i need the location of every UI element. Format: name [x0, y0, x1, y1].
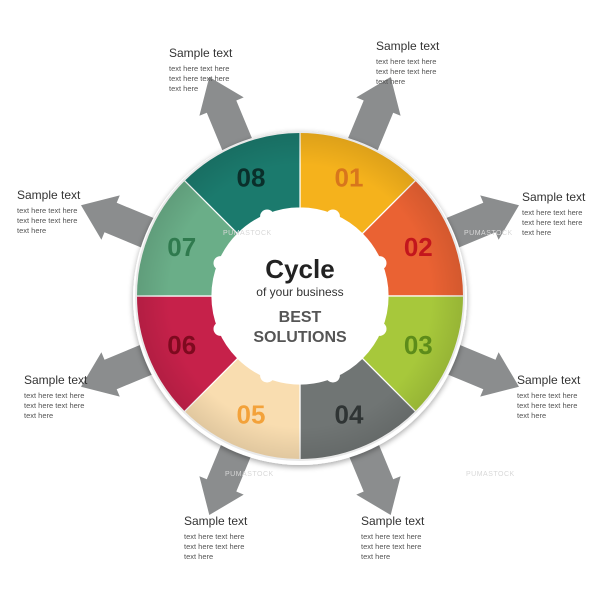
- label-line: text here text here: [24, 391, 85, 400]
- label-line: text here text here: [361, 542, 422, 551]
- label-line: text here: [24, 411, 54, 420]
- label-title: Sample text: [24, 373, 88, 387]
- gear-tab: [325, 368, 340, 383]
- segment-numbers: 01 02 03 04 05 06 07 08: [167, 163, 433, 430]
- label-line: text here text here: [24, 401, 85, 410]
- label-title: Sample text: [17, 188, 81, 202]
- segment-number-01: 01: [335, 163, 364, 193]
- gear-tab: [213, 256, 228, 271]
- gear-tab: [372, 321, 387, 336]
- label-line: text here: [522, 228, 552, 237]
- watermark: PUMASTOCK: [464, 230, 513, 237]
- segment-number-08: 08: [237, 163, 266, 193]
- segment-number-02: 02: [404, 232, 433, 262]
- center-tagline-best: BEST: [279, 309, 322, 326]
- gear-tab: [260, 209, 275, 224]
- label-line: text here: [517, 411, 547, 420]
- ring-rim: [135, 131, 465, 461]
- gear-tab: [372, 256, 387, 271]
- label-line: text here text here: [376, 57, 437, 66]
- label-line: text here text here: [169, 74, 230, 83]
- center-title: Cycle: [265, 254, 334, 284]
- segment-number-05: 05: [237, 399, 266, 429]
- label-line: text here text here: [169, 64, 230, 73]
- label-line: text here: [361, 552, 391, 561]
- segment-number-03: 03: [404, 330, 433, 360]
- label-line: text here text here: [522, 218, 583, 227]
- watermark: PUMASTOCK: [223, 230, 272, 237]
- label-title: Sample text: [376, 39, 440, 53]
- segment-number-06: 06: [167, 330, 196, 360]
- segment-number-07: 07: [167, 232, 196, 262]
- center-circle: [213, 209, 387, 383]
- label-line: text here text here: [17, 206, 78, 215]
- segments-group: [135, 131, 465, 461]
- gear-tab: [213, 321, 228, 336]
- label-title: Sample text: [169, 46, 233, 60]
- label-line: text here: [376, 77, 406, 86]
- center-tagline-solutions: SOLUTIONS: [253, 329, 347, 346]
- segment-number-04: 04: [335, 399, 364, 429]
- label-line: text here text here: [184, 532, 245, 541]
- label-title: Sample text: [522, 190, 586, 204]
- gear-tab: [325, 209, 340, 224]
- center-subtitle: of your business: [256, 285, 343, 299]
- gear-tab: [260, 368, 275, 383]
- label-line: text here text here: [184, 542, 245, 551]
- label-line: text here text here: [517, 401, 578, 410]
- label-line: text here text here: [517, 391, 578, 400]
- label-line: text here: [17, 226, 47, 235]
- label-line: text here text here: [522, 208, 583, 217]
- label-title: Sample text: [184, 514, 248, 528]
- label-title: Sample text: [517, 373, 581, 387]
- label-line: text here text here: [17, 216, 78, 225]
- watermark: PUMASTOCK: [466, 471, 515, 478]
- label-line: text here: [169, 84, 199, 93]
- label-line: text here: [184, 552, 214, 561]
- label-line: text here text here: [376, 67, 437, 76]
- label-title: Sample text: [361, 514, 425, 528]
- watermark: PUMASTOCK: [225, 471, 274, 478]
- label-line: text here text here: [361, 532, 422, 541]
